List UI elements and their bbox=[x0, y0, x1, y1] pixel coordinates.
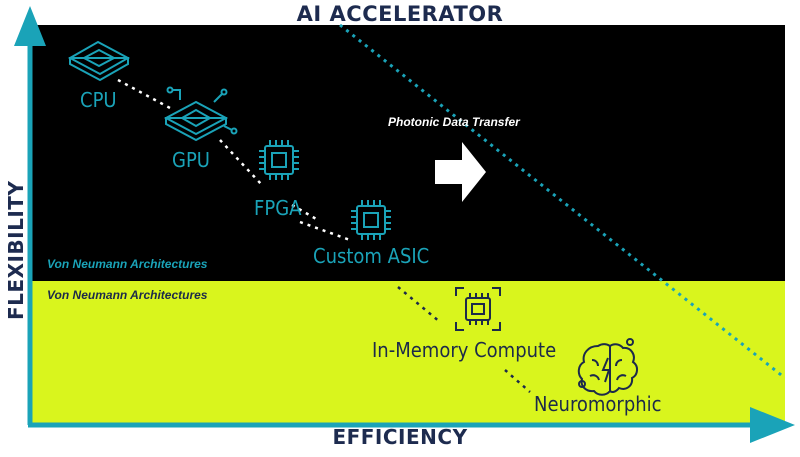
y-axis-label: FLEXIBILITY bbox=[4, 180, 28, 320]
lower-region bbox=[30, 281, 785, 425]
photonic-annotation: Photonic Data Transfer bbox=[388, 115, 520, 129]
upper-region bbox=[30, 25, 785, 281]
node-label-asic: Custom ASIC bbox=[313, 244, 430, 268]
gpu-chip-icon bbox=[163, 86, 238, 142]
progression-path-lower bbox=[397, 286, 531, 393]
node-label-in-memory: In-Memory Compute bbox=[372, 338, 557, 362]
node-label-cpu: CPU bbox=[80, 88, 117, 112]
fpga-chip-icon bbox=[259, 140, 299, 180]
node-label-fpga: FPGA bbox=[254, 196, 302, 220]
node-label-neuromorphic: Neuromorphic bbox=[534, 392, 662, 416]
accelerator-boundary bbox=[339, 23, 786, 380]
node-label-gpu: GPU bbox=[172, 148, 210, 172]
upper-region-label: Von Neumann Architectures bbox=[47, 257, 208, 271]
progression-path bbox=[117, 78, 351, 242]
lower-region-label: Von Neumann Architectures bbox=[47, 288, 208, 302]
asic-chip-icon bbox=[351, 200, 391, 240]
cpu-chip-icon bbox=[67, 40, 131, 82]
memory-chip-icon bbox=[455, 287, 501, 331]
y-axis bbox=[14, 6, 46, 425]
brain-icon bbox=[577, 338, 638, 396]
x-axis-label: EFFICIENCY bbox=[332, 425, 468, 449]
diagram-title: AI ACCELERATOR bbox=[296, 2, 504, 26]
right-arrow-icon bbox=[435, 142, 486, 202]
x-axis bbox=[28, 407, 795, 443]
